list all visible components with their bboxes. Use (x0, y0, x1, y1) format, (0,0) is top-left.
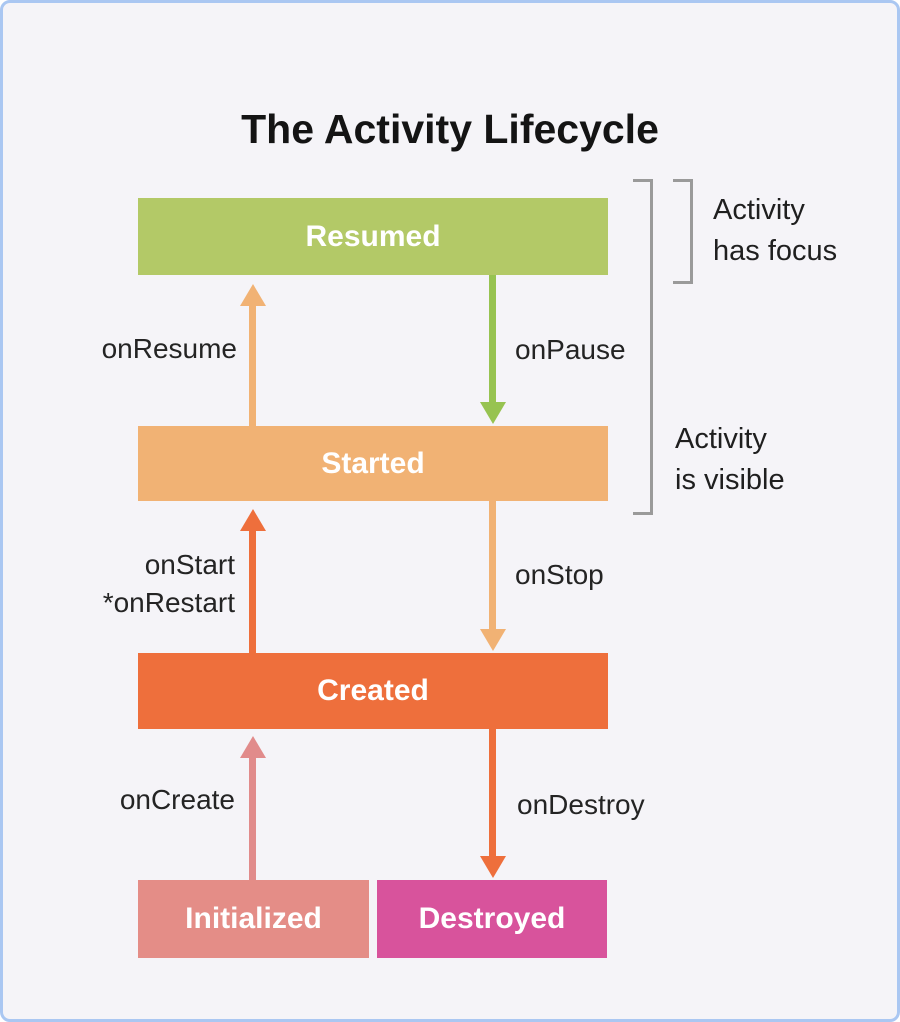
arrowhead-down-icon (480, 402, 506, 424)
onstop-arrow (480, 501, 506, 651)
onpause-arrow (480, 275, 506, 424)
arrow-shaft (249, 755, 256, 880)
activity-has-focus-note: Activity has focus (713, 194, 838, 267)
arrowhead-up-icon (240, 736, 266, 758)
arrow-shaft (489, 729, 496, 859)
onstart-arrow (240, 509, 266, 653)
activity-is-visible-note: Activity is visible (675, 423, 785, 496)
arrow-shaft (249, 303, 256, 428)
arrowhead-up-icon (240, 284, 266, 306)
onstop-label: onStop (515, 559, 604, 590)
ondestroy-label: onDestroy (517, 789, 645, 820)
onpause-label: onPause (515, 334, 626, 365)
state-label-resumed: Resumed (305, 219, 441, 253)
state-box-resumed: Resumed (138, 198, 608, 275)
onresume-arrow (240, 284, 266, 428)
state-box-created: Created (138, 653, 608, 729)
visible-bracket-icon (633, 179, 653, 515)
page-title: The Activity Lifecycle (241, 106, 659, 153)
state-box-initialized: Initialized (138, 880, 369, 958)
onresume-label: onResume (101, 333, 237, 364)
arrow-shaft (249, 528, 256, 653)
ondestroy-arrow (480, 729, 506, 878)
oncreate-label: onCreate (119, 784, 235, 815)
oncreate-arrow (240, 736, 266, 880)
arrowhead-down-icon (480, 856, 506, 878)
state-box-destroyed: Destroyed (377, 880, 607, 958)
arrowhead-down-icon (480, 629, 506, 651)
onstart-onrestart-label: onStart *onRestart (102, 549, 235, 618)
state-box-started: Started (138, 426, 608, 501)
state-label-initialized: Initialized (185, 902, 322, 935)
arrow-shaft (489, 501, 496, 632)
arrowhead-up-icon (240, 509, 266, 531)
state-label-destroyed: Destroyed (418, 902, 566, 935)
arrow-shaft (489, 275, 496, 405)
state-label-started: Started (321, 446, 425, 480)
state-label-created: Created (317, 674, 429, 707)
focus-bracket-icon (673, 179, 693, 284)
